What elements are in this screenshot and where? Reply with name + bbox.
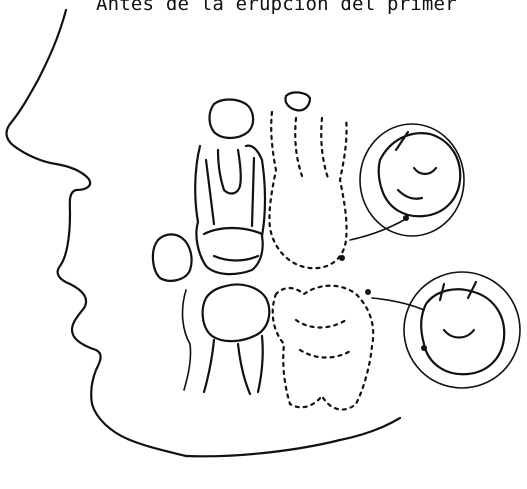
upper-crypt <box>360 124 464 236</box>
lower-germ-marker <box>365 289 371 295</box>
lower-developing-molar <box>421 289 504 374</box>
lower-crypt-lead <box>372 298 424 310</box>
lower-permanent-germ <box>273 286 373 410</box>
upper-molar-root-line <box>206 158 254 226</box>
upper-developing-molar <box>379 133 461 216</box>
upper-tooth-crown-top-right <box>285 92 310 110</box>
upper-molar-occlusal <box>204 228 262 261</box>
lower-germ-inner <box>296 320 352 358</box>
upper-crypt-lead <box>350 220 404 240</box>
upper-developing-molar-cusps <box>396 132 436 199</box>
face-profile <box>7 10 186 456</box>
left-small-tooth <box>153 234 192 280</box>
jaw-line <box>186 418 400 456</box>
lower-primary-molar <box>203 285 270 342</box>
upper-permanent-germ <box>269 112 346 268</box>
upper-tooth-crown-top <box>210 100 254 139</box>
lower-molar-outline <box>183 290 191 390</box>
lower-crypt-marker <box>421 345 427 351</box>
lower-molar-roots <box>204 336 263 394</box>
upper-molar-inner <box>218 150 241 193</box>
upper-germ-marker <box>339 255 345 261</box>
